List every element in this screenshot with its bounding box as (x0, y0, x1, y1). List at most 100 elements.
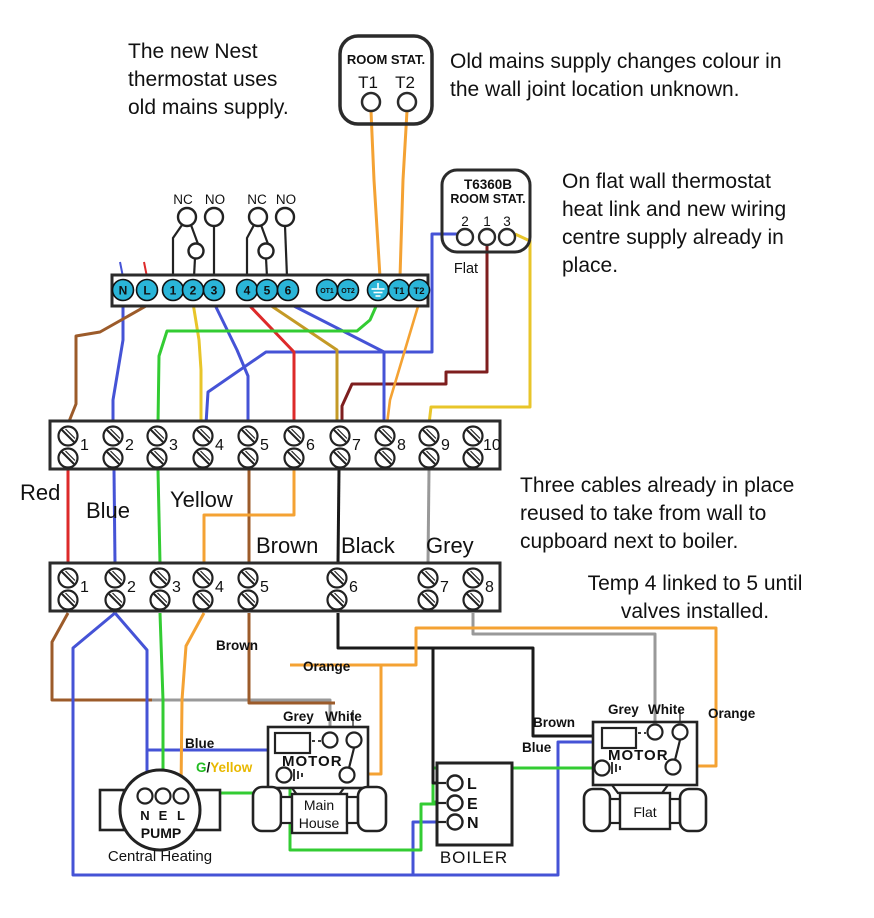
jb2-num-4: 4 (215, 579, 224, 596)
mh-motor-earth-terminal (275, 766, 293, 784)
label-blue-flat: Blue (522, 740, 552, 755)
earth-icon (371, 283, 385, 297)
terminal-4-label: 4 (244, 284, 251, 298)
note-flat-wall: On flat wall thermostat heat link and ne… (562, 170, 786, 277)
nest-room-stat-title: ROOM STAT. (347, 52, 425, 67)
flat-earth-icon (611, 762, 621, 774)
motor-flat: MOTOR Flat (582, 720, 708, 833)
wire-yellow-from-2 (191, 302, 203, 424)
mh-valve-stub-left (279, 795, 294, 825)
note-nest: The new Nest thermostat uses old mains s… (128, 40, 289, 119)
wire-green-to-pump-e (158, 612, 165, 790)
label-blue: Blue (86, 498, 130, 523)
terminal-t2-label: T2 (413, 286, 424, 297)
label-red: Red (20, 480, 60, 505)
jb1-num-3: 3 (169, 437, 178, 454)
label-slash: / (207, 760, 211, 775)
wire-black-link (336, 469, 341, 564)
boiler-n-label: N (467, 815, 479, 832)
label-grey-mh: Grey (283, 709, 314, 724)
jb1-num-8: 8 (397, 437, 406, 454)
wire-orange-nest-t2 (398, 110, 409, 278)
note-mains: Old mains supply changes colour in the w… (450, 50, 782, 101)
label-g-yellow: G/Yellow (196, 760, 253, 775)
wire-grey-link (426, 469, 431, 564)
flat-motor-earth-terminal (593, 759, 611, 777)
wire-brown-to-mh-grey (50, 612, 152, 702)
note-cables-line2: reused to take from wall to (520, 502, 766, 525)
label-blue-mh: Blue (185, 736, 215, 751)
label-yellow-earth: Yellow (210, 760, 253, 775)
wires-between-blocks (66, 469, 431, 564)
label-white-flat: White (648, 702, 685, 717)
mh-earth-icon (293, 769, 303, 781)
label-brown-mh: Brown (216, 638, 258, 653)
jb1-num-9: 9 (441, 437, 450, 454)
jb2-num-1: 1 (80, 579, 89, 596)
flat-motor-grey-terminal (646, 723, 664, 741)
wire-orange-link (202, 470, 296, 563)
wire-orange-from-T2 (385, 302, 421, 425)
wire-brown-from-L (66, 304, 147, 425)
boiler-l-label: L (467, 776, 477, 793)
pump-e-label: E (159, 808, 168, 823)
flat-valve-stub-right (668, 797, 682, 825)
nc-label-2: NC (247, 192, 267, 207)
flat-stat-terminal3 (497, 227, 517, 247)
junction-block-1: 1 2 3 4 5 6 7 8 9 10 (48, 419, 502, 471)
note-cables-line3: cupboard next to boiler. (520, 530, 738, 553)
boiler-label: BOILER (440, 848, 508, 867)
note-flat-line3: centre supply already in (562, 226, 784, 249)
junction-block-2: 1 2 3 4 5 6 7 8 (48, 561, 502, 613)
wire-green-mh-to-boiler-e (288, 782, 446, 852)
flat-stat-terminal1-label: 1 (483, 214, 491, 229)
pump-label: PUMP (141, 825, 181, 841)
flat-motor-white-terminal (671, 723, 689, 741)
wires-top (66, 110, 532, 425)
jb2-num-3: 3 (172, 579, 181, 596)
mh-valve-fitting-right (356, 785, 388, 833)
wire-grey-to-mh-motor (152, 698, 332, 731)
heat-link-strip: NC NO NC NO (110, 192, 431, 308)
terminal-earth (366, 278, 390, 302)
wire-blue-to-pump-n (113, 612, 149, 790)
flat-room-stat-body (440, 168, 532, 254)
flat-stat-model: T6360B (464, 177, 512, 192)
note-mains-line1: Old mains supply changes colour in (450, 50, 782, 73)
pump-terminal-l (172, 787, 190, 805)
note-cables: Three cables already in place reused to … (520, 474, 794, 553)
mh-valve-stub-right (345, 795, 360, 825)
label-brown-flat: Brown (533, 715, 575, 730)
nest-room-stat-body (338, 34, 434, 126)
jb2-num-5: 5 (260, 579, 269, 596)
jb1-num-4: 4 (215, 437, 224, 454)
terminal-n-label: N (119, 284, 128, 298)
wire-orange-to-pump-l (179, 612, 206, 791)
switch2-no-stem (283, 225, 289, 278)
nc-no-switches: NC NO NC NO (171, 192, 296, 278)
wire-orange-flat-run (290, 626, 718, 768)
label-white-mh: White (325, 709, 362, 724)
flat-stat-terminal2 (455, 227, 475, 247)
label-yellow: Yellow (170, 487, 233, 512)
flat-stat-terminal2-label: 2 (461, 214, 469, 229)
wire-black-main (336, 613, 603, 738)
switch2-pivot (257, 242, 275, 260)
switch2-nc-stem (245, 224, 255, 277)
flat-valve-stub-left (608, 797, 622, 825)
pump-terminal-e (154, 787, 172, 805)
motor-main-house: MOTOR Main House (251, 725, 388, 835)
switch1-nc-contact (176, 206, 198, 228)
mh-valve-label-line1: Main (304, 797, 334, 813)
note-temp-line2: valves installed. (621, 600, 769, 623)
note-temp-line1: Temp 4 linked to 5 until (588, 572, 803, 595)
nest-t2-label: T2 (395, 73, 415, 92)
wire-blue-link (112, 469, 117, 564)
flat-valve-fitting-right (678, 787, 708, 833)
flat-stat-terminal3-label: 3 (503, 214, 511, 229)
mh-motor-label: MOTOR (282, 753, 343, 770)
flat-stat-terminal1 (477, 227, 497, 247)
terminal-6-label: 6 (285, 284, 292, 298)
